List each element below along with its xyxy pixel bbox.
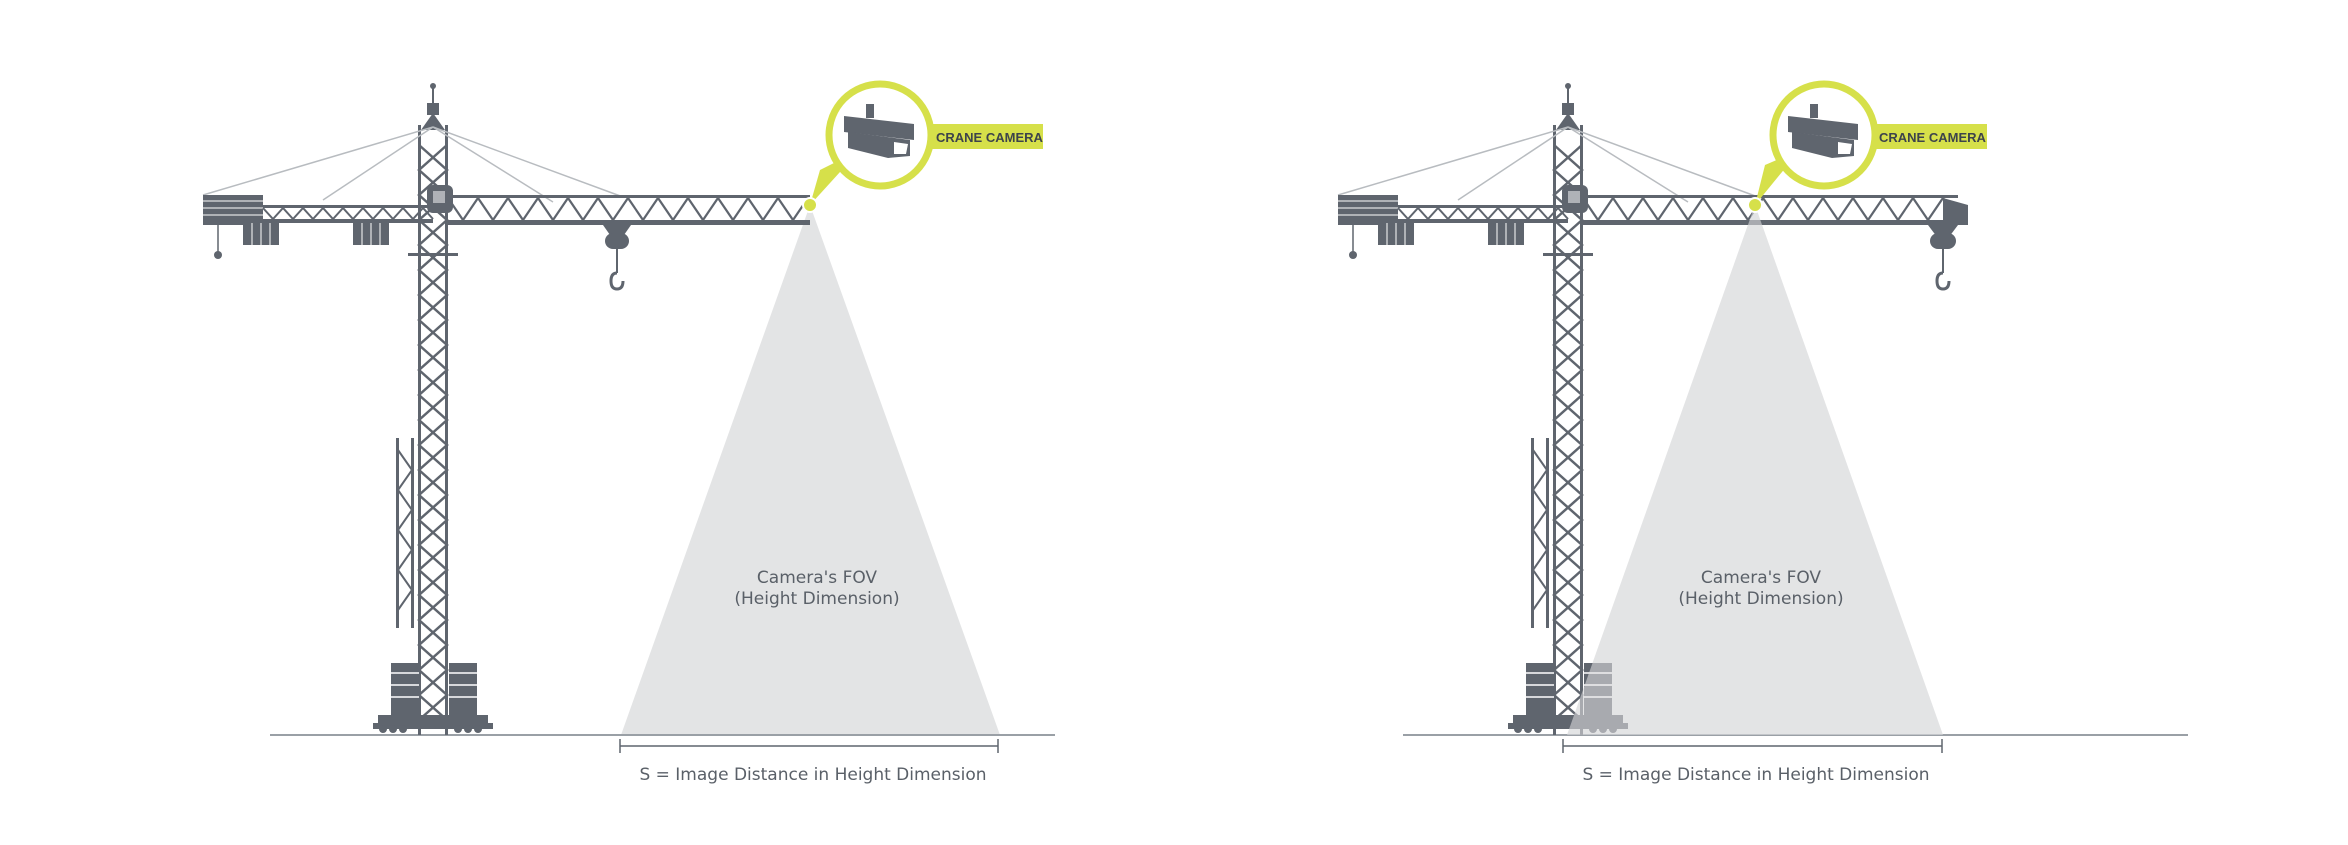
crane-camera-callout: CRANE CAMERA (1747, 80, 1987, 213)
panel-left: CRANE CAMERA Camera's FOV (Height Dimens… (201, 80, 1055, 785)
distance-label: S = Image Distance in Height Dimension (639, 765, 986, 785)
crane-camera-label: CRANE CAMERA (936, 130, 1044, 145)
distance-dimension (1562, 739, 1943, 753)
security-camera-icon (1788, 104, 1858, 158)
crane-camera-callout: CRANE CAMERA (802, 80, 1044, 213)
fov-label-line2: (Height Dimension) (734, 589, 899, 609)
distance-dimension (619, 739, 999, 753)
tower-crane (201, 81, 810, 737)
tower-crane (1336, 81, 1968, 737)
distance-label: S = Image Distance in Height Dimension (1582, 765, 1929, 785)
fov-label-line1: Camera's FOV (757, 568, 878, 588)
fov-cone (621, 205, 1000, 735)
panel-right: CRANE CAMERA Camera's FOV (Height Dimens… (1336, 80, 2188, 785)
fov-label-line2: (Height Dimension) (1678, 589, 1843, 609)
crane-camera-label: CRANE CAMERA (1879, 130, 1987, 145)
security-camera-icon (844, 104, 914, 158)
fov-label-line1: Camera's FOV (1701, 568, 1822, 588)
